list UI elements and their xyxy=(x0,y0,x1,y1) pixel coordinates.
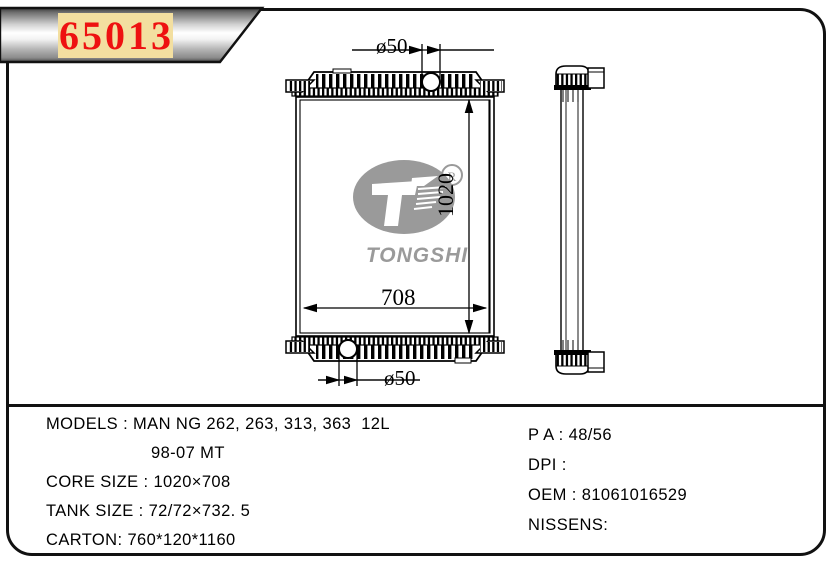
part-number-digit: 5 xyxy=(81,13,104,58)
spec-line: CORE SIZE : 1020×708 xyxy=(46,473,231,491)
technical-drawing: R xyxy=(285,34,605,390)
sheet-border xyxy=(6,8,826,556)
spec-line: 98-07 MT xyxy=(151,444,225,462)
part-number-digit: 1 xyxy=(127,13,150,58)
spec-line: DPI : xyxy=(528,456,572,474)
part-number-digit: 0 xyxy=(104,13,127,58)
drawing-svg: R xyxy=(285,44,605,386)
part-number-banner: 65013 xyxy=(0,6,300,64)
spec-line: P A : 48/56 xyxy=(528,426,612,444)
spec-line: NISSENS: xyxy=(528,516,609,534)
dimension-width: 708 xyxy=(381,285,416,310)
spec-line: MODELS : MAN NG 262, 263, 313, 363 12L xyxy=(46,415,390,433)
part-number-text: 65013 xyxy=(58,13,218,58)
brand-watermark-text: TONGSHI xyxy=(365,244,469,267)
spec-line: OEM : 81061016529 xyxy=(528,486,688,504)
svg-text:R: R xyxy=(448,169,457,184)
section-divider xyxy=(9,404,823,407)
part-number-digit: 3 xyxy=(150,13,173,58)
part-number-digit: 6 xyxy=(58,13,81,58)
specs-left-block: MODELS : MAN NG 262, 263, 313, 363 12L 98… xyxy=(46,410,496,555)
spec-line: TANK SIZE : 72/72×732. 5 xyxy=(46,502,251,520)
dimension-bottom-outlet: ø50 xyxy=(384,366,416,390)
dimension-top-inlet: ø50 xyxy=(376,34,408,58)
dimension-height: 1020 xyxy=(433,173,458,217)
spec-line: CARTON: 760*120*1160 xyxy=(46,531,236,549)
